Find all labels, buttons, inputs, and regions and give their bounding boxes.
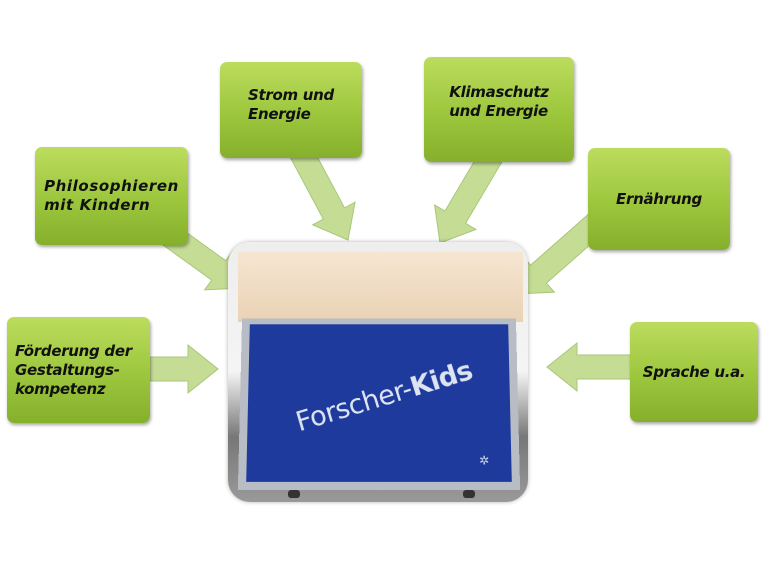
cart-panel: Forscher-Kids ✲ — [246, 324, 512, 482]
topic-strom: Strom und Energie — [220, 62, 362, 158]
topic-label: Sprache u.a. — [643, 363, 746, 382]
brand-suffix: Kids — [407, 355, 477, 403]
topic-label: Förderung der Gestaltungs- kompetenz — [15, 342, 132, 399]
wheel-icon — [463, 490, 475, 498]
topic-sprache: Sprache u.a. — [630, 322, 758, 422]
topic-klimaschutz: Klimaschutz und Energie — [424, 57, 574, 162]
cart-frame: Forscher-Kids ✲ — [238, 318, 520, 490]
topic-label: Strom und Energie — [248, 86, 334, 124]
topic-label: Klimaschutz und Energie — [449, 83, 548, 121]
arrow-icon — [547, 343, 632, 391]
kids-figure-logo-icon: ✲ — [471, 453, 498, 471]
brand-text: Forscher-Kids — [292, 355, 476, 438]
arrow-icon — [150, 345, 218, 393]
forscher-kids-cart-photo: Forscher-Kids ✲ — [228, 242, 528, 502]
topic-label: Ernährung — [616, 190, 702, 209]
topic-label: Philosophieren mit Kindern — [44, 177, 179, 215]
brand-prefix: Forscher- — [292, 374, 415, 438]
arrow-icon — [289, 144, 355, 240]
topic-foerderung: Förderung der Gestaltungs- kompetenz — [7, 317, 150, 423]
cart-top — [238, 252, 523, 322]
topic-ernaehrung: Ernährung — [588, 148, 730, 250]
topic-philosophieren: Philosophieren mit Kindern — [35, 147, 188, 245]
arrow-icon — [435, 149, 503, 243]
wheel-icon — [288, 490, 300, 498]
